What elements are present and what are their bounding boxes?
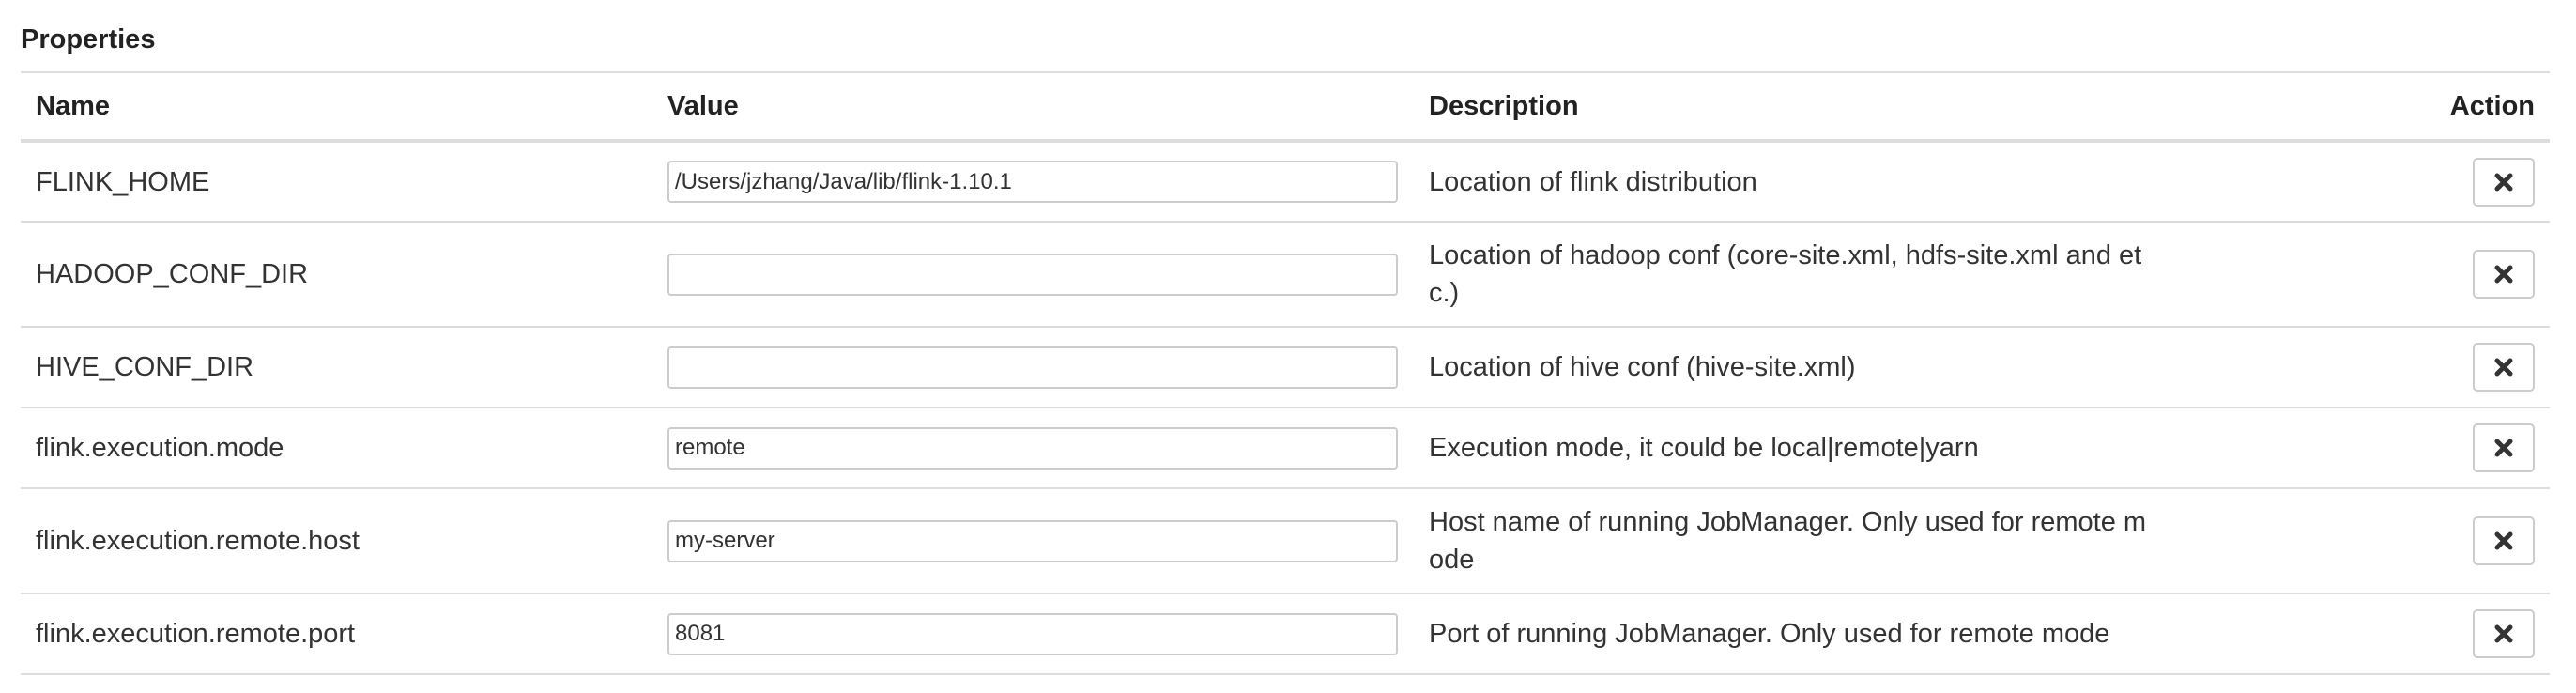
property-value-cell xyxy=(652,408,1414,488)
property-name: flink.execution.remote.port xyxy=(36,619,356,649)
header-value: Value xyxy=(667,90,739,121)
action-cell xyxy=(2353,408,2550,488)
property-value-cell xyxy=(652,593,1414,674)
table-header-row: Name Value Description Action xyxy=(21,72,2550,141)
property-name: FLINK_HOME xyxy=(36,166,210,197)
action-cell xyxy=(2353,593,2550,674)
close-icon xyxy=(2494,531,2513,550)
remove-property-button[interactable] xyxy=(2473,157,2535,207)
property-name: flink.execution.mode xyxy=(36,433,284,463)
action-cell xyxy=(2353,327,2550,408)
property-description-cell: Host name of running JobManager. Only us… xyxy=(1414,488,2353,593)
property-description-cell: Port of running JobManager. Only used fo… xyxy=(1414,593,2353,674)
table-row: flink.execution.remote.port Port of runn… xyxy=(21,593,2550,674)
section-title: Properties xyxy=(21,24,156,54)
close-icon xyxy=(2494,439,2513,457)
action-cell xyxy=(2353,488,2550,593)
close-icon xyxy=(2494,265,2513,284)
property-description-cell: Location of hive conf (hive-site.xml) xyxy=(1414,327,2353,408)
header-name: Name xyxy=(36,90,110,121)
property-description: Location of hive conf (hive-site.xml) xyxy=(1429,352,1856,382)
remove-property-button[interactable] xyxy=(2473,424,2535,472)
property-description: Port of running JobManager. Only used fo… xyxy=(1429,619,2110,649)
property-value-cell xyxy=(652,488,1414,593)
property-value-input[interactable] xyxy=(667,612,1398,655)
remove-property-button[interactable] xyxy=(2473,609,2535,658)
property-value-input[interactable] xyxy=(667,426,1398,470)
remove-property-button[interactable] xyxy=(2473,343,2535,392)
property-description: Execution mode, it could be local|remote… xyxy=(1429,433,1979,463)
close-icon xyxy=(2494,173,2513,191)
property-name: HIVE_CONF_DIR xyxy=(36,352,254,382)
table-row: flink.execution.mode Execution mode, it … xyxy=(21,408,2550,488)
property-description: Location of flink distribution xyxy=(1429,166,1757,197)
table-row: HIVE_CONF_DIR Location of hive conf (hiv… xyxy=(21,327,2550,408)
property-description: Location of hadoop conf (core-site.xml, … xyxy=(1429,240,2142,308)
remove-property-button[interactable] xyxy=(2473,516,2535,565)
remove-property-button[interactable] xyxy=(2473,250,2535,299)
header-description: Description xyxy=(1429,90,1579,121)
property-description: Host name of running JobManager. Only us… xyxy=(1429,507,2147,575)
table-row: flink.execution.remote.host Host name of… xyxy=(21,488,2550,593)
property-value-cell xyxy=(652,222,1414,327)
property-description-cell: Location of hadoop conf (core-site.xml, … xyxy=(1414,222,2353,327)
table-row: FLINK_HOME Location of flink distributio… xyxy=(21,141,2550,222)
property-description-cell: Location of flink distribution xyxy=(1414,141,2353,222)
action-cell xyxy=(2353,141,2550,222)
action-cell xyxy=(2353,222,2550,327)
property-value-input[interactable] xyxy=(667,161,1398,203)
close-icon xyxy=(2494,624,2513,643)
property-value-cell xyxy=(652,141,1414,222)
property-description-cell: Execution mode, it could be local|remote… xyxy=(1414,408,2353,488)
properties-table: Name Value Description Action FLINK_HOME… xyxy=(21,71,2550,675)
header-action: Action xyxy=(2449,90,2535,121)
property-value-input[interactable] xyxy=(667,253,1398,296)
close-icon xyxy=(2494,358,2513,377)
property-name: HADOOP_CONF_DIR xyxy=(36,259,309,289)
property-value-cell xyxy=(652,327,1414,408)
property-value-input[interactable] xyxy=(667,346,1398,389)
table-row: HADOOP_CONF_DIR Location of hadoop conf … xyxy=(21,222,2550,327)
property-name: flink.execution.remote.host xyxy=(36,526,360,556)
property-value-input[interactable] xyxy=(667,519,1398,562)
